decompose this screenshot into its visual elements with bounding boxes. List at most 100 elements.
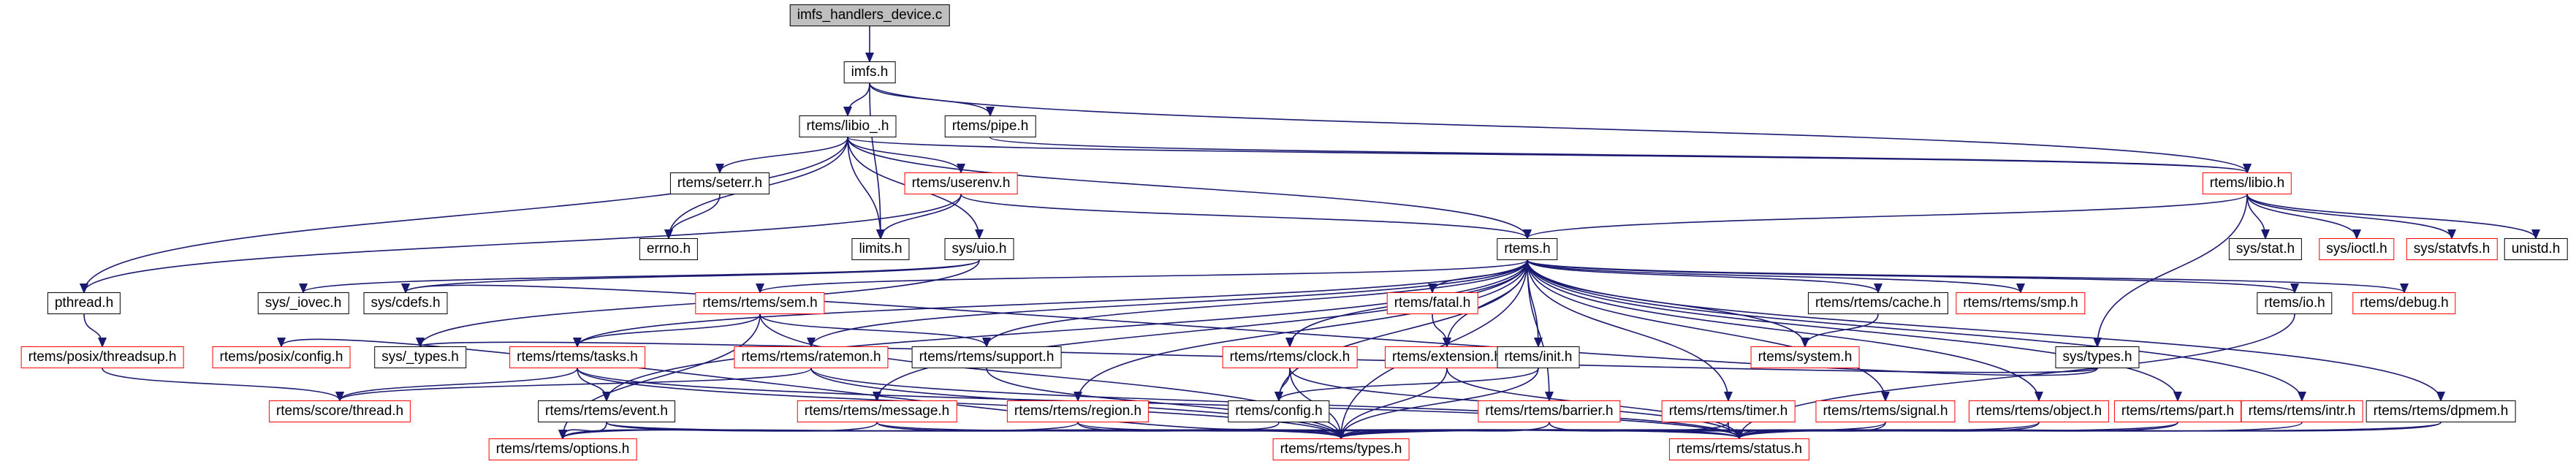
graph-node-options[interactable]: rtems/rtems/options.h xyxy=(488,438,637,460)
graph-node-smp[interactable]: rtems/rtems/smp.h xyxy=(1956,292,2086,314)
graph-node-limits[interactable]: limits.h xyxy=(851,238,910,260)
include-edge-rtems-to-message xyxy=(873,259,1528,402)
include-edge-rtems-to-dpmem xyxy=(1527,259,2445,402)
graph-node-unistd[interactable]: unistd.h xyxy=(2504,238,2568,260)
include-edge-libio_-to-limits xyxy=(847,137,885,240)
include-edge-sem-to-tasks xyxy=(573,313,761,348)
graph-node-libio_[interactable]: rtems/libio_.h xyxy=(799,115,897,137)
graph-node-rtypes[interactable]: rtems/rtems/types.h xyxy=(1272,438,1410,460)
graph-node-pthread[interactable]: pthread.h xyxy=(47,292,121,314)
graph-node-signal[interactable]: rtems/rtems/signal.h xyxy=(1815,400,1956,422)
include-edge-libio-to-statvfs xyxy=(2246,194,2456,240)
graph-node-posixconfig[interactable]: rtems/posix/config.h xyxy=(212,346,351,368)
graph-node-types_sys[interactable]: sys/types.h xyxy=(2055,346,2140,368)
graph-node-libio[interactable]: rtems/libio.h xyxy=(2202,172,2292,194)
graph-node-part[interactable]: rtems/rtems/part.h xyxy=(2113,400,2242,422)
graph-node-ioctl[interactable]: sys/ioctl.h xyxy=(2319,238,2395,260)
include-edge-imfs-to-libio xyxy=(869,83,2252,174)
include-edge-rtems-to-cache xyxy=(1527,259,1882,294)
include-edge-imfs-to-limits xyxy=(869,83,885,240)
graph-node-region[interactable]: rtems/rtems/region.h xyxy=(1006,400,1150,422)
graph-node-thread[interactable]: rtems/score/thread.h xyxy=(268,400,411,422)
graph-node-sem[interactable]: rtems/rtems/sem.h xyxy=(695,292,825,314)
graph-node-object[interactable]: rtems/rtems/object.h xyxy=(1968,400,2110,422)
graph-node-init[interactable]: rtems/init.h xyxy=(1497,346,1580,368)
graph-node-config[interactable]: rtems/config.h xyxy=(1228,400,1330,422)
include-edge-fatal-to-extension xyxy=(1432,313,1451,348)
include-edge-userenv-to-limits xyxy=(876,194,962,240)
graph-node-threadsup[interactable]: rtems/posix/threadsup.h xyxy=(20,346,184,368)
include-edge-libio-to-rtems xyxy=(1523,194,2248,240)
graph-node-imfs[interactable]: imfs.h xyxy=(843,61,896,83)
graph-node-seterr[interactable]: rtems/seterr.h xyxy=(669,172,770,194)
graph-node-support[interactable]: rtems/rtems/support.h xyxy=(911,346,1062,368)
graph-node-intr[interactable]: rtems/rtems/intr.h xyxy=(2241,400,2363,422)
graph-node-barrier[interactable]: rtems/rtems/barrier.h xyxy=(1478,400,1621,422)
include-edge-libio-to-ioctl xyxy=(2246,194,2361,240)
include-edge-types_sys-to-cdefs xyxy=(401,283,2098,376)
include-edge-rtems-to-signal xyxy=(1527,259,1890,402)
include-edge-libio_-to-libio xyxy=(847,137,2252,174)
include-edge-extension-to-rtypes xyxy=(1337,368,1448,440)
graph-node-system[interactable]: rtems/system.h xyxy=(1750,346,1860,368)
include-edge-libio-to-stat xyxy=(2246,194,2270,240)
include-edge-rtems-to-part xyxy=(1527,259,2182,402)
graph-node-fatal[interactable]: rtems/fatal.h xyxy=(1386,292,1478,314)
graph-node-clock[interactable]: rtems/rtems/clock.h xyxy=(1222,346,1358,368)
graph-node-debug[interactable]: rtems/debug.h xyxy=(2352,292,2456,314)
include-edge-ratemon-to-thread xyxy=(335,368,812,402)
include-edge-userenv-to-pthread xyxy=(80,194,962,294)
include-edge-rtems-to-event xyxy=(602,259,1528,402)
include-edge-imfs-to-libio_ xyxy=(843,83,870,117)
graph-node-io[interactable]: rtems/io.h xyxy=(2257,292,2333,314)
include-edge-userenv-to-rtems xyxy=(960,194,1532,240)
graph-node-statvfs[interactable]: sys/statvfs.h xyxy=(2406,238,2498,260)
include-edge-libio_-to-seterr xyxy=(715,137,848,174)
include-edge-libio-to-types_sys xyxy=(2093,194,2248,348)
include-edge-rtems-to-tasks xyxy=(573,259,1528,348)
include-edge-libio_-to-userenv xyxy=(847,137,965,174)
include-edge-config-to-posixconfig xyxy=(277,337,1280,430)
graph-node-tasks[interactable]: rtems/rtems/tasks.h xyxy=(509,346,645,368)
include-edge-seterr-to-errno xyxy=(664,194,721,240)
graph-node-root[interactable]: imfs_handlers_device.c xyxy=(789,4,950,26)
include-edge-message-to-options xyxy=(558,422,878,440)
include-edge-sem-to-support xyxy=(759,313,991,348)
graph-node-rtems[interactable]: rtems.h xyxy=(1497,238,1558,260)
include-edge-uio-to-cdefs xyxy=(401,259,980,294)
graph-node-timer[interactable]: rtems/rtems/timer.h xyxy=(1661,400,1796,422)
include-edge-rtems-to-support xyxy=(982,259,1528,348)
include-edge-threadsup-to-thread xyxy=(102,368,344,402)
graph-node-pipe[interactable]: rtems/pipe.h xyxy=(944,115,1036,137)
graph-node-status[interactable]: rtems/rtems/status.h xyxy=(1668,438,1810,460)
graph-node-_types[interactable]: sys/_types.h xyxy=(374,346,466,368)
graph-node-cdefs[interactable]: sys/cdefs.h xyxy=(363,292,448,314)
include-edge-tasks-to-thread xyxy=(335,368,578,402)
graph-node-iovec[interactable]: sys/_iovec.h xyxy=(257,292,349,314)
include-edge-rtems-to-sem xyxy=(756,259,1528,294)
graph-node-errno[interactable]: errno.h xyxy=(639,238,699,260)
graph-node-uio[interactable]: sys/uio.h xyxy=(944,238,1014,260)
graph-node-message[interactable]: rtems/rtems/message.h xyxy=(797,400,957,422)
include-edge-rtems-to-object xyxy=(1527,259,2043,402)
graph-node-stat[interactable]: sys/stat.h xyxy=(2228,238,2303,260)
include-edge-libio_-to-rtems xyxy=(847,137,1532,240)
graph-node-userenv[interactable]: rtems/userenv.h xyxy=(904,172,1018,194)
graph-node-cache[interactable]: rtems/rtems/cache.h xyxy=(1807,292,1949,314)
graph-node-dpmem[interactable]: rtems/rtems/dpmem.h xyxy=(2366,400,2516,422)
include-edge-rtems-to-region xyxy=(1074,259,1528,402)
include-edge-rtems-to-timer xyxy=(1527,259,1733,402)
graph-node-event[interactable]: rtems/rtems/event.h xyxy=(538,400,675,422)
include-edge-region-to-options xyxy=(558,422,1079,440)
include-edge-support-to-rtypes xyxy=(986,368,1345,440)
include-edge-rtems-to-debug xyxy=(1527,259,2409,294)
include-edge-rtems-to-smp xyxy=(1527,259,2025,294)
include-edge-libio-to-unistd xyxy=(2246,194,2540,240)
include-edge-dpmem-to-status xyxy=(1735,422,2442,440)
graph-node-ratemon[interactable]: rtems/rtems/ratemon.h xyxy=(734,346,889,368)
graph-node-extension[interactable]: rtems/extension.h xyxy=(1385,346,1509,368)
include-edge-libio_-to-pthread xyxy=(80,137,848,294)
include-edge-rtems-to-intr xyxy=(1527,259,2306,402)
